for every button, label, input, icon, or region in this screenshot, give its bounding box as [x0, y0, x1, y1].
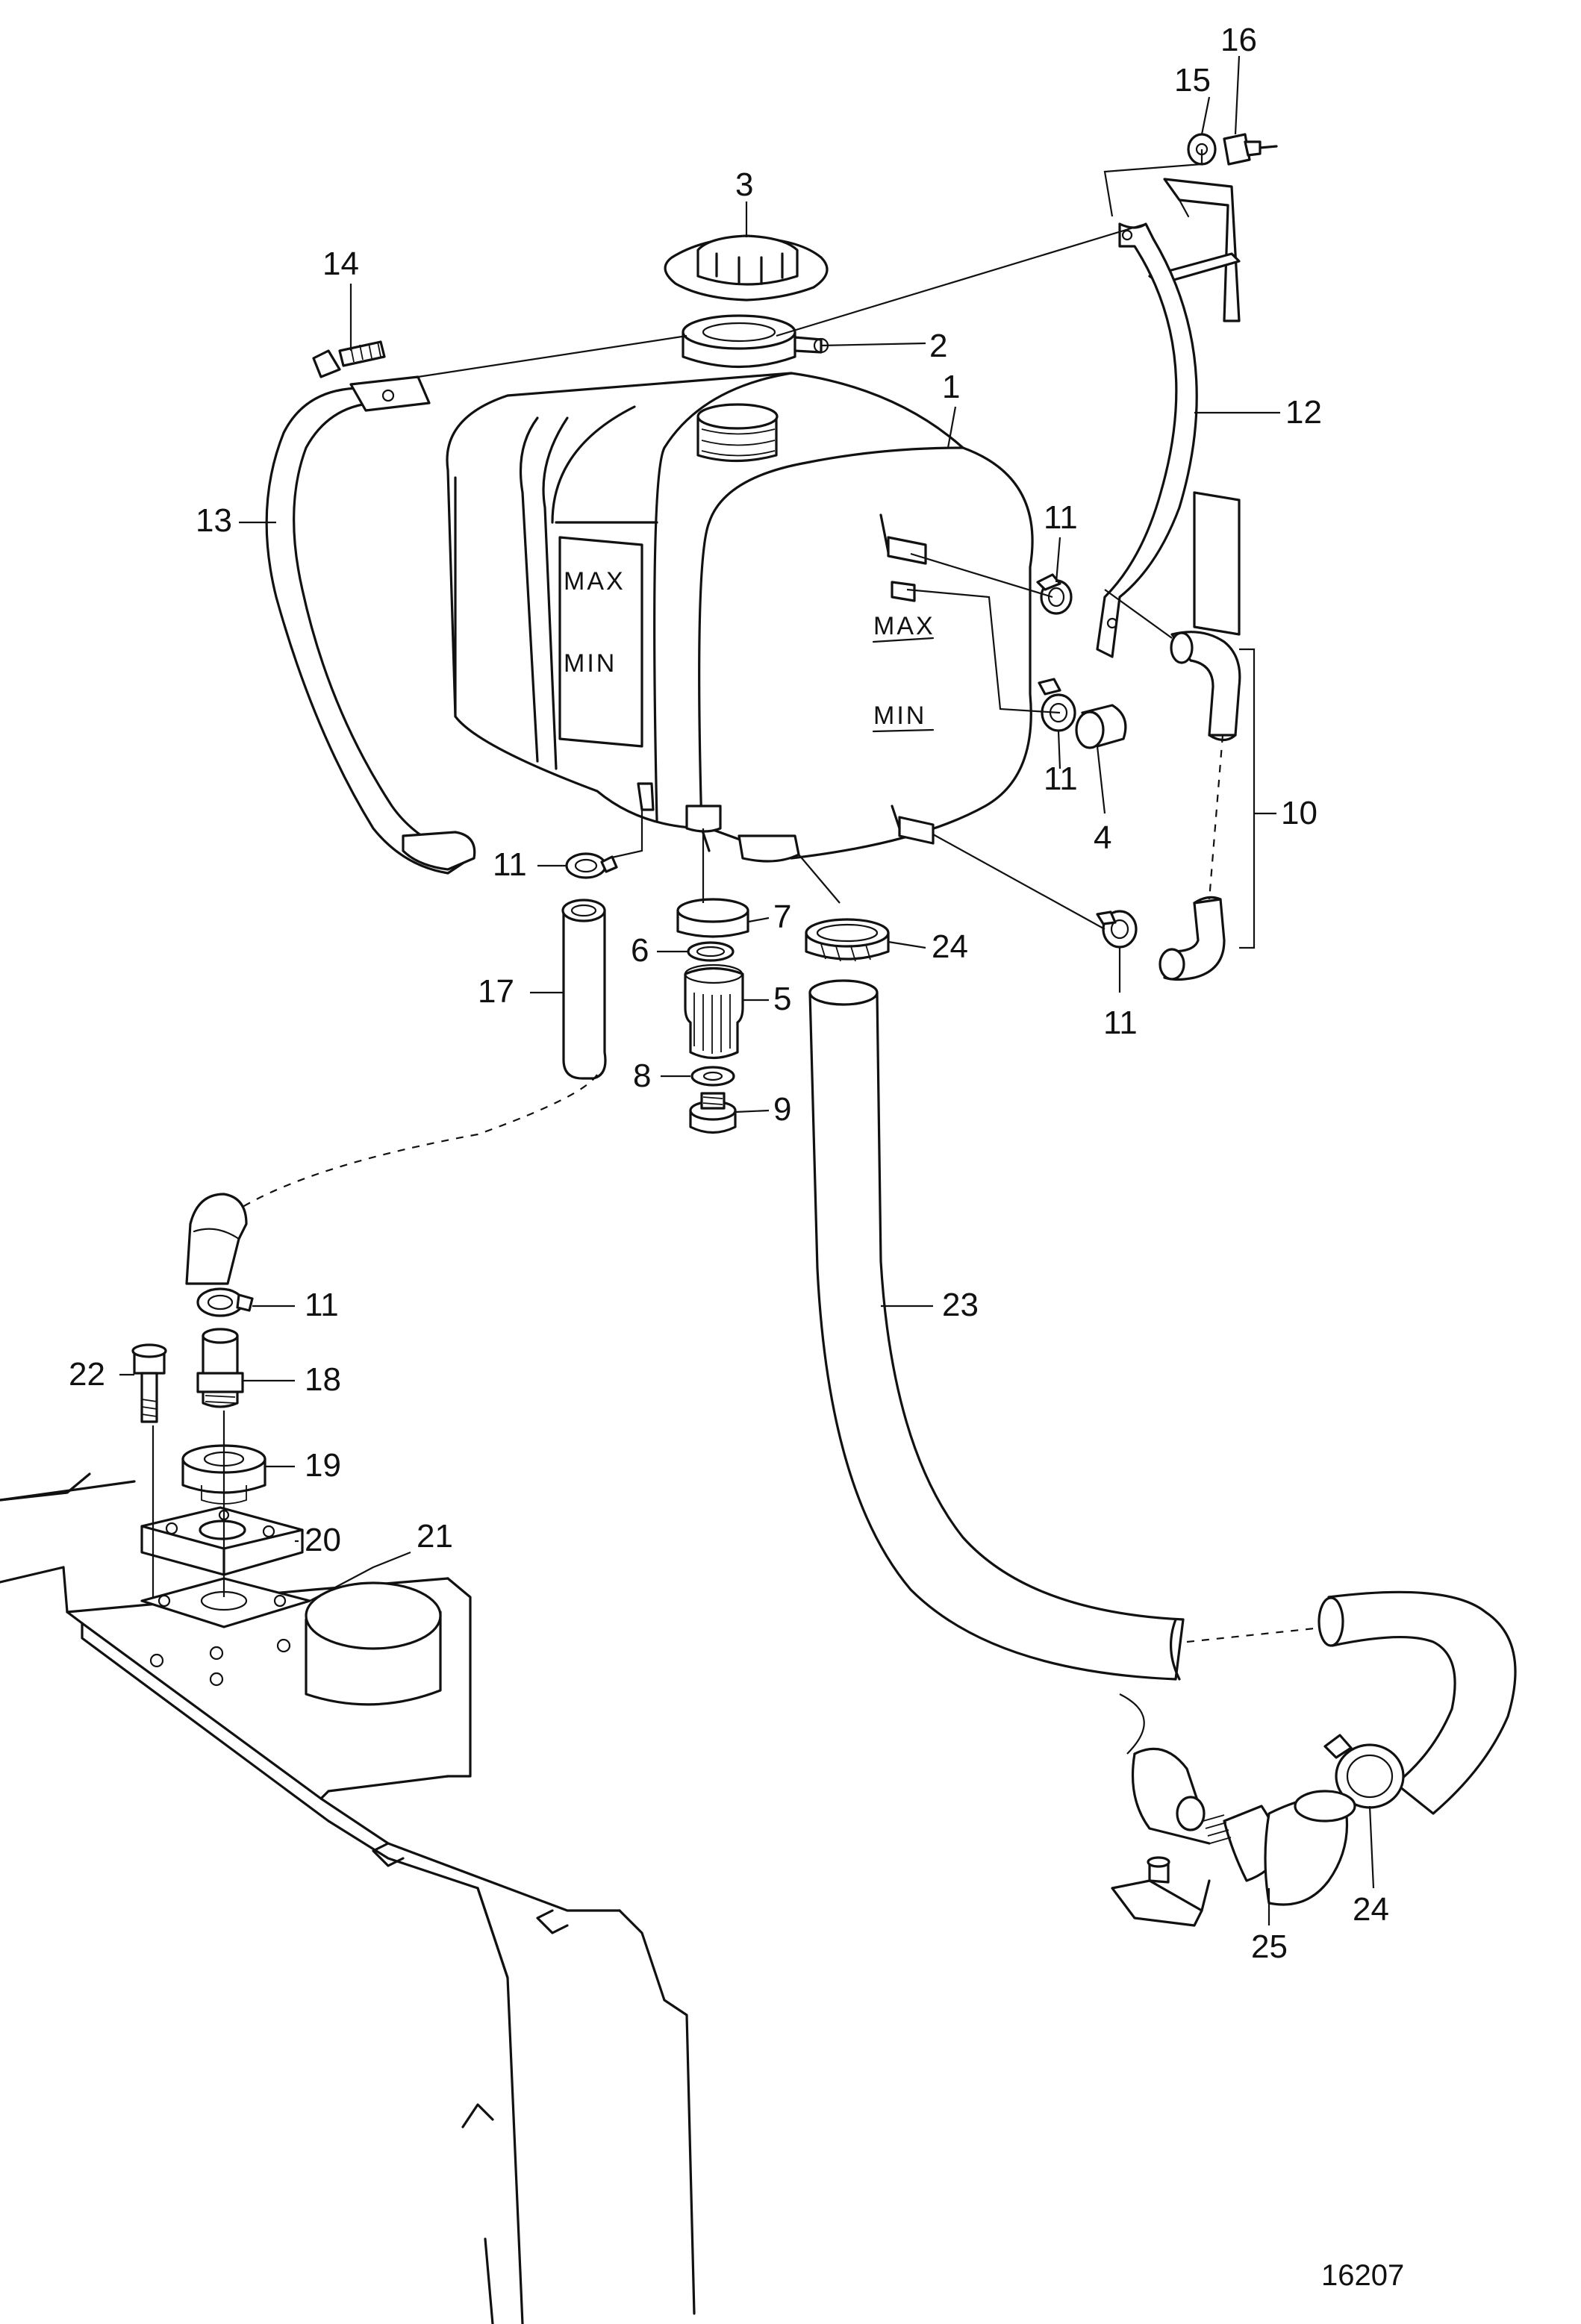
- callout-8: 8: [633, 1058, 651, 1094]
- drain-plug: [689, 1092, 737, 1134]
- callout-11-middle: 11: [1044, 760, 1078, 797]
- engine-block: [0, 1472, 696, 2324]
- callout-11-tank-bottom: 11: [493, 846, 527, 883]
- callout-16: 16: [1220, 22, 1257, 58]
- expansion-tank: MAX MIN MAX MIN: [446, 372, 1034, 863]
- tank-side-max-mark: MAX: [564, 567, 626, 596]
- right-mounting-bracket: [1096, 178, 1241, 658]
- tank-front-min-mark: MIN: [873, 702, 926, 730]
- hose-break: [238, 1074, 598, 1210]
- filler-neck-ring: [682, 314, 829, 369]
- callout-10: 10: [1281, 795, 1318, 831]
- hose-clamp: [1038, 678, 1076, 732]
- callout-18: 18: [305, 1361, 341, 1398]
- callout-9: 9: [773, 1091, 791, 1128]
- flange-bolt: [131, 1343, 167, 1423]
- tank-side-min-mark: MIN: [564, 649, 617, 678]
- engine-connection-hose: [185, 1193, 248, 1285]
- callout-23: 23: [942, 1287, 979, 1323]
- oil-filler-neck-boss: [305, 1581, 442, 1706]
- callout-24-upper: 24: [932, 928, 968, 965]
- callout-1: 1: [942, 369, 960, 405]
- callout-24-lower: 24: [1353, 1891, 1389, 1928]
- filler-cap: [664, 234, 829, 302]
- strap-bolt: [312, 340, 386, 378]
- plug: [1075, 704, 1127, 749]
- gasket: [140, 1577, 311, 1628]
- callout-12: 12: [1285, 394, 1322, 431]
- vent-hose-upper: [1170, 631, 1241, 742]
- bracket-bolt: [1223, 133, 1278, 166]
- vent-hose-break: [1208, 734, 1224, 900]
- flange: [140, 1506, 304, 1576]
- tank-front-max-mark: MAX: [873, 612, 935, 640]
- callout-6: 6: [631, 932, 649, 969]
- drawing-reference-number: 16207: [1321, 2259, 1404, 2292]
- callout-22: 22: [69, 1356, 105, 1393]
- hose-clamp: [1096, 910, 1138, 949]
- tank-bottom-hose: [561, 899, 607, 1080]
- callout-14: 14: [322, 246, 359, 282]
- hose-nipple: [196, 1328, 244, 1408]
- coolant-hose-long: [808, 979, 1185, 1681]
- callout-3: 3: [735, 166, 753, 203]
- callout-11-upper: 11: [1044, 499, 1078, 536]
- callout-11-engine: 11: [305, 1287, 339, 1323]
- filter-sleeve: [676, 898, 749, 938]
- callout-11-lower-right: 11: [1103, 1005, 1138, 1041]
- o-ring: [687, 941, 735, 962]
- pipe-elbow: [1203, 1790, 1356, 1906]
- callout-2: 2: [929, 328, 947, 364]
- sealing-washer: [690, 1066, 735, 1087]
- engine-bracket-lower: [1111, 1747, 1211, 1927]
- strainer: [684, 963, 744, 1060]
- callout-13: 13: [196, 502, 232, 539]
- callout-17: 17: [478, 973, 514, 1010]
- callout-20: 20: [305, 1522, 341, 1558]
- hose-clamp: [196, 1287, 254, 1317]
- callout-25: 25: [1251, 1928, 1288, 1965]
- left-mounting-strap: [265, 375, 476, 875]
- callout-15: 15: [1174, 62, 1211, 99]
- hose-clamp: [565, 852, 618, 879]
- callout-7: 7: [773, 899, 791, 935]
- leader-lines: [119, 55, 1375, 1925]
- vent-hose-lower: [1159, 896, 1226, 981]
- coolant-hose-break: [1186, 1625, 1329, 1643]
- callout-4: 4: [1094, 819, 1111, 856]
- callout-5: 5: [773, 981, 791, 1017]
- hose-clamp-upper: [805, 918, 890, 962]
- callout-19: 19: [305, 1447, 341, 1484]
- callout-21: 21: [417, 1518, 453, 1555]
- callout-labels: 1 2 3 4 5 6 7 8 9 10 11 11 11 11 11 12 1…: [69, 22, 1389, 1965]
